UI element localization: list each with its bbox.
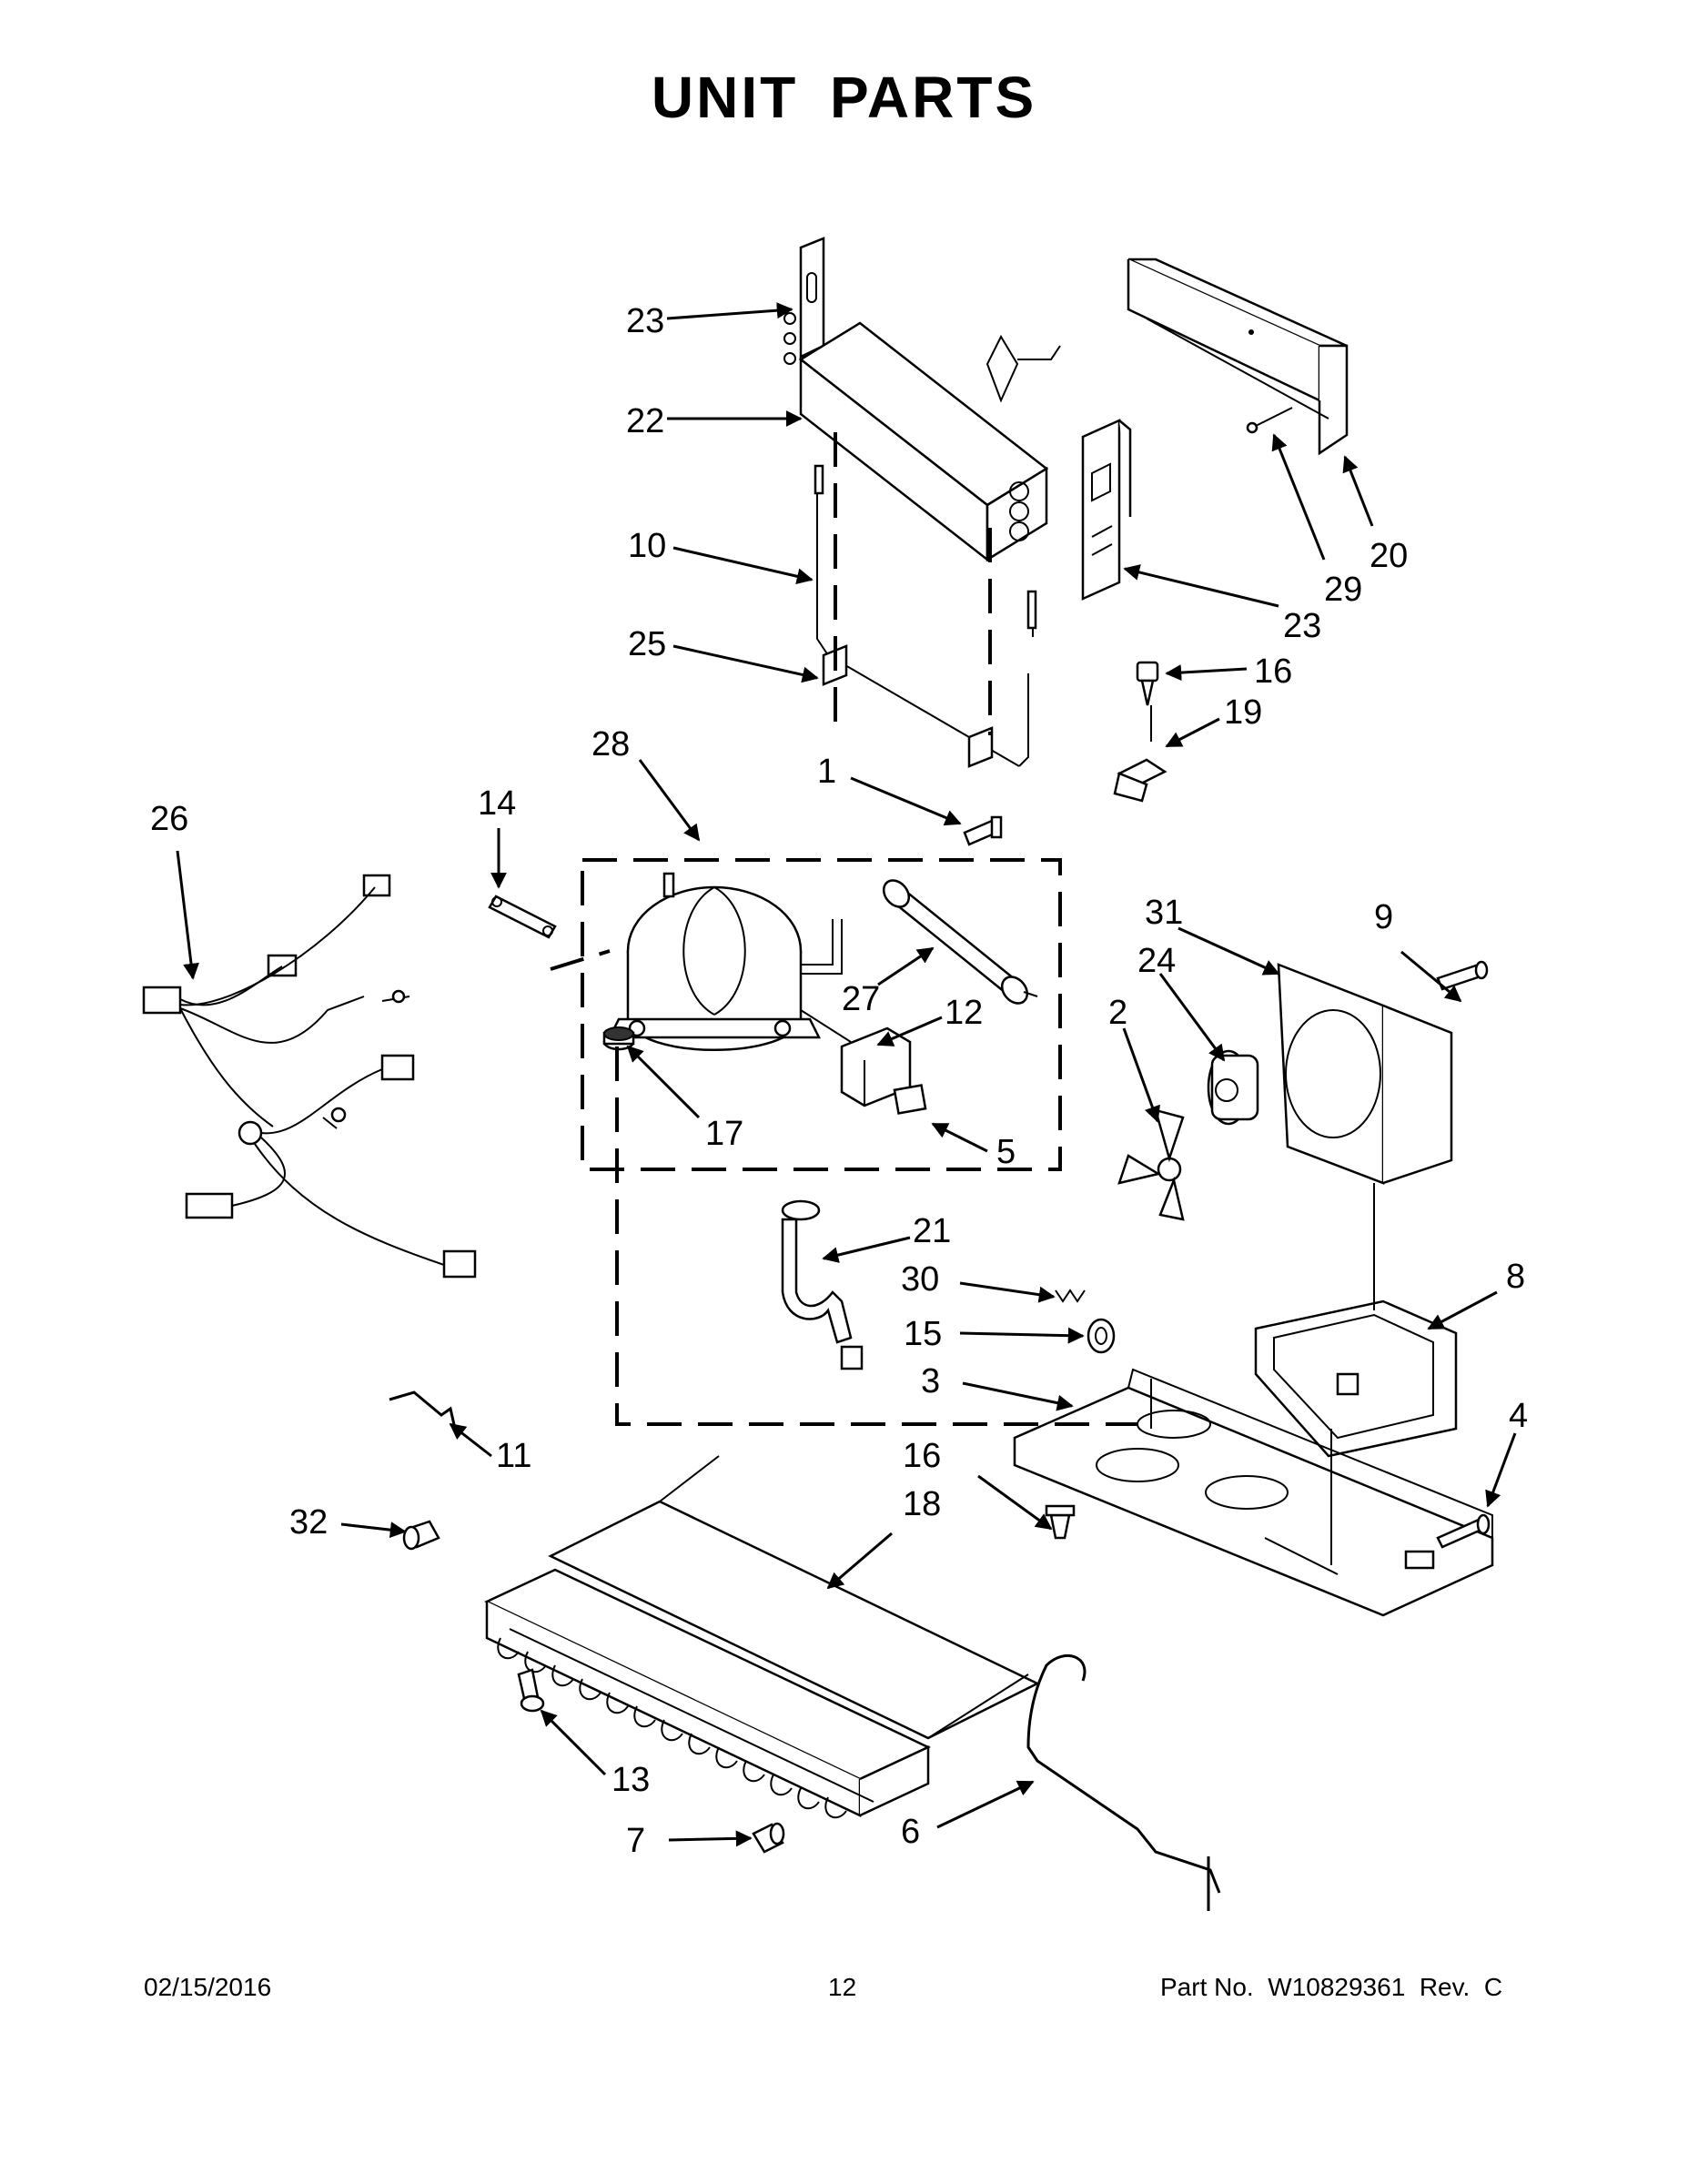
callout-15: 15 [904,1315,942,1353]
grommet-17 [602,1026,635,1051]
clip-19 [1113,758,1167,803]
callout-26: 26 [150,800,188,838]
callout-14: 14 [478,784,516,823]
callout-7: 7 [626,1822,645,1860]
tube-11 [389,1390,457,1430]
callout-23-top: 23 [626,302,664,340]
screw-16-bottom [1045,1504,1076,1540]
tube-6 [1026,1654,1221,1911]
screw-16-top [1136,661,1159,742]
callout-30: 30 [901,1260,939,1299]
callout-22: 22 [626,402,664,440]
evaporator-bracket-right [1081,419,1132,601]
callout-3: 3 [921,1362,940,1400]
callout-8: 8 [1506,1258,1525,1296]
screw-1 [963,815,1003,846]
compressor [607,872,843,1051]
callout-12: 12 [945,994,983,1032]
drain-tube [781,1199,864,1370]
callout-28: 28 [591,725,630,763]
relay-cover [893,1084,927,1115]
footer-date: 02/15/2016 [144,1973,272,2001]
callout-5: 5 [996,1133,1016,1171]
callout-19: 19 [1224,693,1262,732]
callout-18: 18 [903,1485,941,1523]
callout-13: 13 [612,1761,650,1799]
evaporator-heater [814,464,1037,768]
footer-page-number: 12 [828,1973,857,2001]
callout-17: 17 [705,1115,743,1153]
bracket-8 [1254,1299,1458,1458]
callout-2: 2 [1108,994,1127,1032]
compressor-assembly-box [581,858,1062,1171]
grommet-15 [1087,1318,1116,1354]
callout-29: 29 [1324,571,1362,609]
callout-9: 9 [1374,898,1393,936]
base-plate [1013,1368,1494,1617]
leader-arrows [176,302,1517,1847]
evaporator [783,312,1061,562]
clip-13 [517,1668,545,1713]
air-duct [1127,258,1349,456]
callout-6: 6 [901,1813,920,1851]
clip-32 [402,1520,440,1551]
screw-4 [1436,1513,1491,1549]
screw-9 [1436,960,1489,991]
evaporator-bracket-left [799,237,825,359]
wire-harness [142,874,477,1279]
fan-blade [1117,1108,1185,1221]
callout-numbers: 23 22 10 25 20 29 23 16 19 28 1 14 26 31… [150,302,1528,1860]
callout-32: 32 [289,1503,328,1542]
callout-11: 11 [496,1437,531,1475]
callout-4: 4 [1509,1397,1528,1435]
callout-23-right: 23 [1283,607,1321,645]
spring-30 [1055,1289,1086,1303]
drier [882,879,1038,1005]
callout-21: 21 [913,1212,951,1250]
callout-24: 24 [1137,942,1176,980]
fan-motor [1207,1049,1259,1126]
callout-27: 27 [842,980,880,1018]
footer-part-number: Part No. W10829361 Rev. C [1160,1973,1503,2001]
callout-25: 25 [628,625,666,663]
strap-14 [488,895,557,939]
fan-shroud [1277,963,1453,1185]
callout-16-top: 16 [1254,652,1292,691]
ferrule-7 [752,1822,785,1854]
dashed-connectors [550,432,1375,1565]
condenser [484,1455,1040,1819]
callout-10: 10 [628,527,666,565]
callout-1: 1 [817,753,836,791]
page-title: UNIT PARTS [651,65,1037,130]
callout-20: 20 [1370,537,1408,575]
callout-16-bottom: 16 [903,1437,941,1475]
callout-31: 31 [1145,894,1183,932]
screw-29 [1246,407,1293,434]
